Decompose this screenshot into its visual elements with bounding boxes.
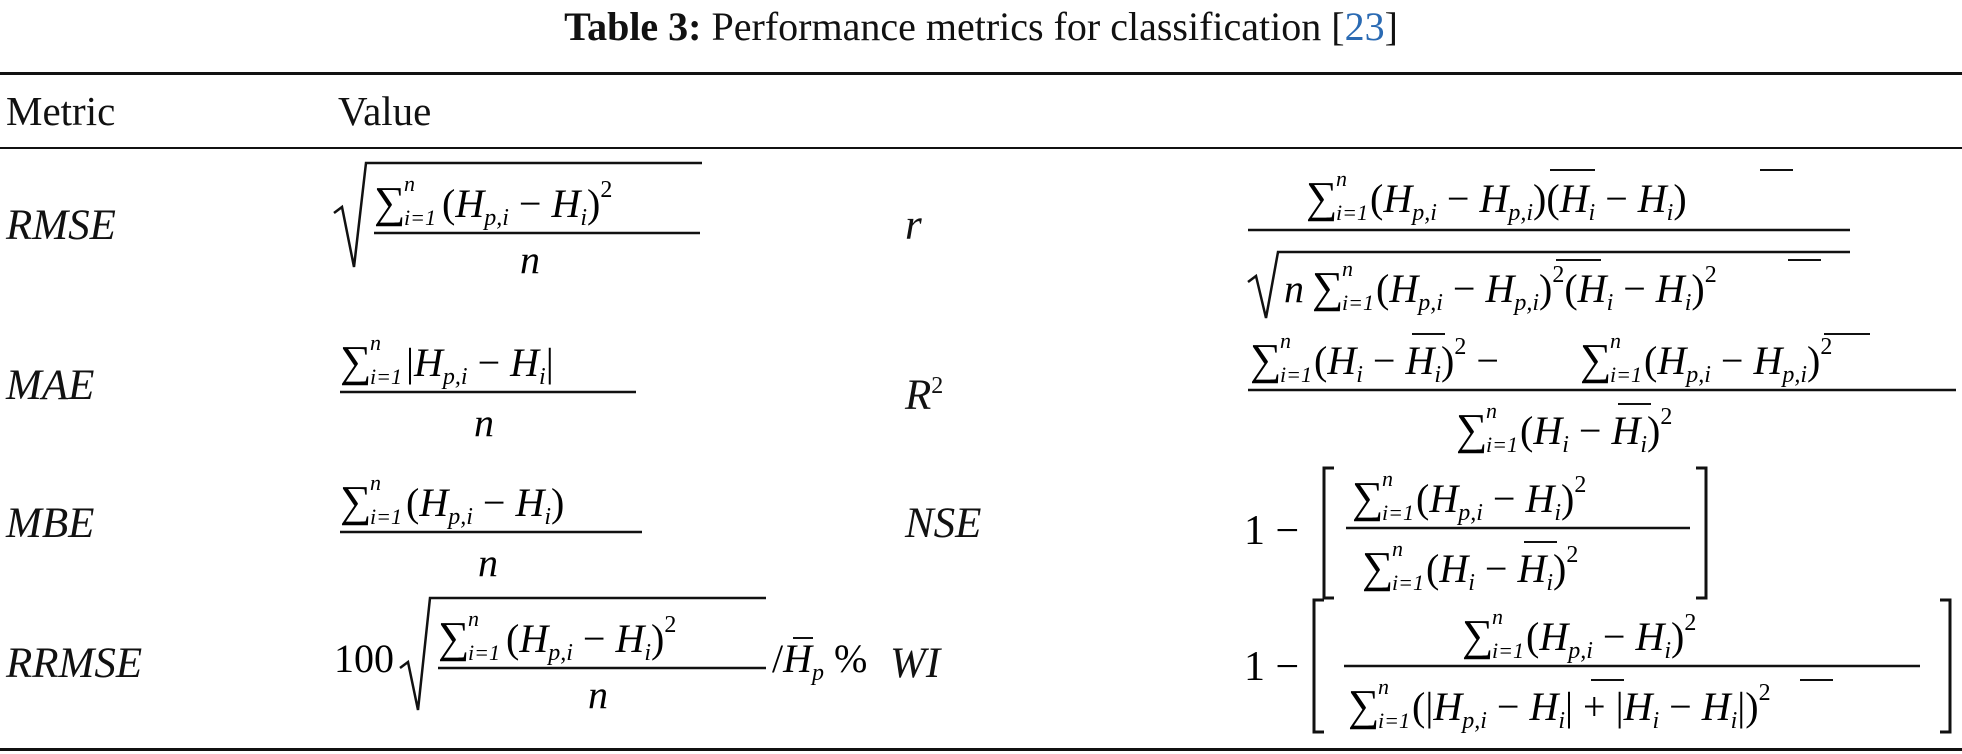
- formula-mae: ∑ n i=1 |Hp,i − Hi| n: [340, 330, 636, 445]
- svg-text:∑: ∑: [1352, 473, 1383, 522]
- svg-text:(Hp,i − Hp,i)(Hi − Hi): (Hp,i − Hp,i)(Hi − Hi): [1370, 176, 1687, 226]
- svg-text:n: n: [1492, 604, 1503, 629]
- svg-text:(Hi − Hi)2: (Hi − Hi)2: [1426, 542, 1578, 596]
- svg-text:(|Hp,i − Hi| + |Hi − Hi|)2: (|Hp,i − Hi| + |Hi − Hi|)2: [1412, 680, 1771, 734]
- svg-text:(Hp,i − Hi)2: (Hp,i − Hi)2: [442, 177, 612, 231]
- caption-label: Table 3:: [564, 4, 702, 49]
- svg-text:n: n: [1610, 328, 1621, 353]
- svg-text:n: n: [1378, 674, 1389, 699]
- formula-rrmse: 100 ∑ n i=1 (Hp,i − Hi)2 n /Hp %: [334, 596, 867, 717]
- svg-text:i=1: i=1: [1610, 362, 1642, 387]
- svg-text:∑: ∑: [1456, 405, 1487, 454]
- svg-text:n: n: [1284, 266, 1304, 311]
- label-r2: R2: [905, 372, 944, 419]
- formula-r2: ∑ n i=1 (Hi − Hi)2 − ∑ n i=1 (Hp,i − Hp,…: [1248, 328, 1956, 458]
- svg-text:∑: ∑: [1580, 335, 1611, 384]
- svg-text:i=1: i=1: [370, 364, 402, 389]
- svg-text:n: n: [474, 400, 494, 445]
- svg-text:n: n: [520, 237, 540, 282]
- svg-text:i=1: i=1: [404, 205, 436, 230]
- svg-text:i=1: i=1: [1392, 570, 1424, 595]
- svg-text:1 −: 1 −: [1244, 644, 1299, 690]
- svg-text:n: n: [1486, 398, 1497, 423]
- svg-text:i=1: i=1: [1486, 432, 1518, 457]
- svg-text:n: n: [1382, 466, 1393, 491]
- svg-text:n: n: [1392, 536, 1403, 561]
- svg-text:∑: ∑: [340, 337, 371, 386]
- svg-text:i=1: i=1: [370, 504, 402, 529]
- label-wi: WI: [890, 640, 941, 687]
- svg-text:(Hi − Hi)2 −: (Hi − Hi)2 −: [1314, 334, 1499, 388]
- svg-text:∑: ∑: [340, 477, 371, 526]
- header-rule: [0, 147, 1962, 149]
- label-nse: NSE: [905, 500, 982, 547]
- svg-text:i=1: i=1: [1280, 362, 1312, 387]
- header-metric: Metric: [6, 88, 116, 134]
- svg-text:n: n: [370, 470, 381, 495]
- svg-text:i=1: i=1: [1382, 500, 1414, 525]
- header-value: Value: [338, 88, 432, 134]
- svg-text:∑: ∑: [1250, 335, 1281, 384]
- caption-close: ]: [1384, 4, 1398, 49]
- svg-text:n: n: [1280, 328, 1291, 353]
- formula-r: ∑ n i=1 (Hp,i − Hp,i)(Hi − Hi) n ∑ n i=1…: [1247, 166, 1850, 319]
- svg-text:100: 100: [334, 636, 394, 681]
- label-rrmse: RRMSE: [6, 640, 143, 687]
- svg-text:(Hi − Hi)2: (Hi − Hi)2: [1520, 404, 1672, 458]
- svg-text:(Hp,i − Hi)2: (Hp,i − Hi)2: [506, 612, 676, 666]
- label-mbe: MBE: [6, 500, 95, 547]
- svg-text:i=1: i=1: [1492, 638, 1524, 663]
- svg-text:n: n: [468, 606, 479, 631]
- svg-text:∑: ∑: [1306, 173, 1337, 222]
- svg-text:n: n: [404, 171, 415, 196]
- svg-text:i=1: i=1: [1378, 708, 1410, 733]
- svg-text:(Hp,i − Hp,i)2(Hi − Hi)2: (Hp,i − Hp,i)2(Hi − Hi)2: [1376, 262, 1717, 316]
- svg-text:(Hp,i − Hi)2: (Hp,i − Hi)2: [1416, 472, 1586, 526]
- formula-wi: 1 − ∑ n i=1 (Hp,i − Hi)2 ∑ n i=1 (|Hp,i …: [1244, 598, 1952, 734]
- svg-text:n: n: [1342, 256, 1353, 281]
- citation-link[interactable]: 23: [1344, 4, 1385, 49]
- svg-text:(Hp,i − Hp,i)2: (Hp,i − Hp,i)2: [1644, 334, 1832, 388]
- svg-text:∑: ∑: [374, 178, 405, 227]
- svg-text:i=1: i=1: [468, 640, 500, 665]
- svg-text:(Hp,i − Hi): (Hp,i − Hi): [406, 480, 564, 530]
- svg-text:1 −: 1 −: [1244, 508, 1299, 554]
- svg-text:∑: ∑: [1312, 263, 1343, 312]
- svg-text:n: n: [370, 330, 381, 355]
- svg-text:∑: ∑: [1362, 543, 1393, 592]
- svg-text:n: n: [478, 540, 498, 585]
- label-r: r: [905, 202, 922, 249]
- svg-text:∑: ∑: [438, 613, 469, 662]
- svg-text:i=1: i=1: [1336, 200, 1368, 225]
- svg-text:i=1: i=1: [1342, 290, 1374, 315]
- svg-text:(Hp,i − Hi)2: (Hp,i − Hi)2: [1526, 610, 1696, 664]
- svg-text:n: n: [588, 672, 608, 717]
- svg-text:n: n: [1336, 166, 1347, 191]
- svg-text:|Hp,i − Hi|: |Hp,i − Hi|: [406, 340, 554, 390]
- caption-text: Performance metrics for classification [: [711, 4, 1345, 49]
- table-caption: Table 3: Performance metrics for classif…: [0, 2, 1962, 52]
- label-mae: MAE: [6, 362, 95, 409]
- formula-mbe: ∑ n i=1 (Hp,i − Hi) n: [340, 470, 642, 585]
- label-rmse: RMSE: [6, 202, 116, 249]
- formula-nse: 1 − ∑ n i=1 (Hp,i − Hi)2 ∑ n i=1 (Hi − H…: [1244, 466, 1708, 600]
- formula-rmse: ∑ n i=1 (Hp,i − Hi)2 n: [333, 161, 702, 282]
- svg-text:∑: ∑: [1462, 611, 1493, 660]
- bottom-rule: [0, 748, 1962, 751]
- top-rule: [0, 72, 1962, 75]
- svg-text:∑: ∑: [1348, 681, 1379, 730]
- svg-text:/Hp %: /Hp %: [772, 636, 867, 686]
